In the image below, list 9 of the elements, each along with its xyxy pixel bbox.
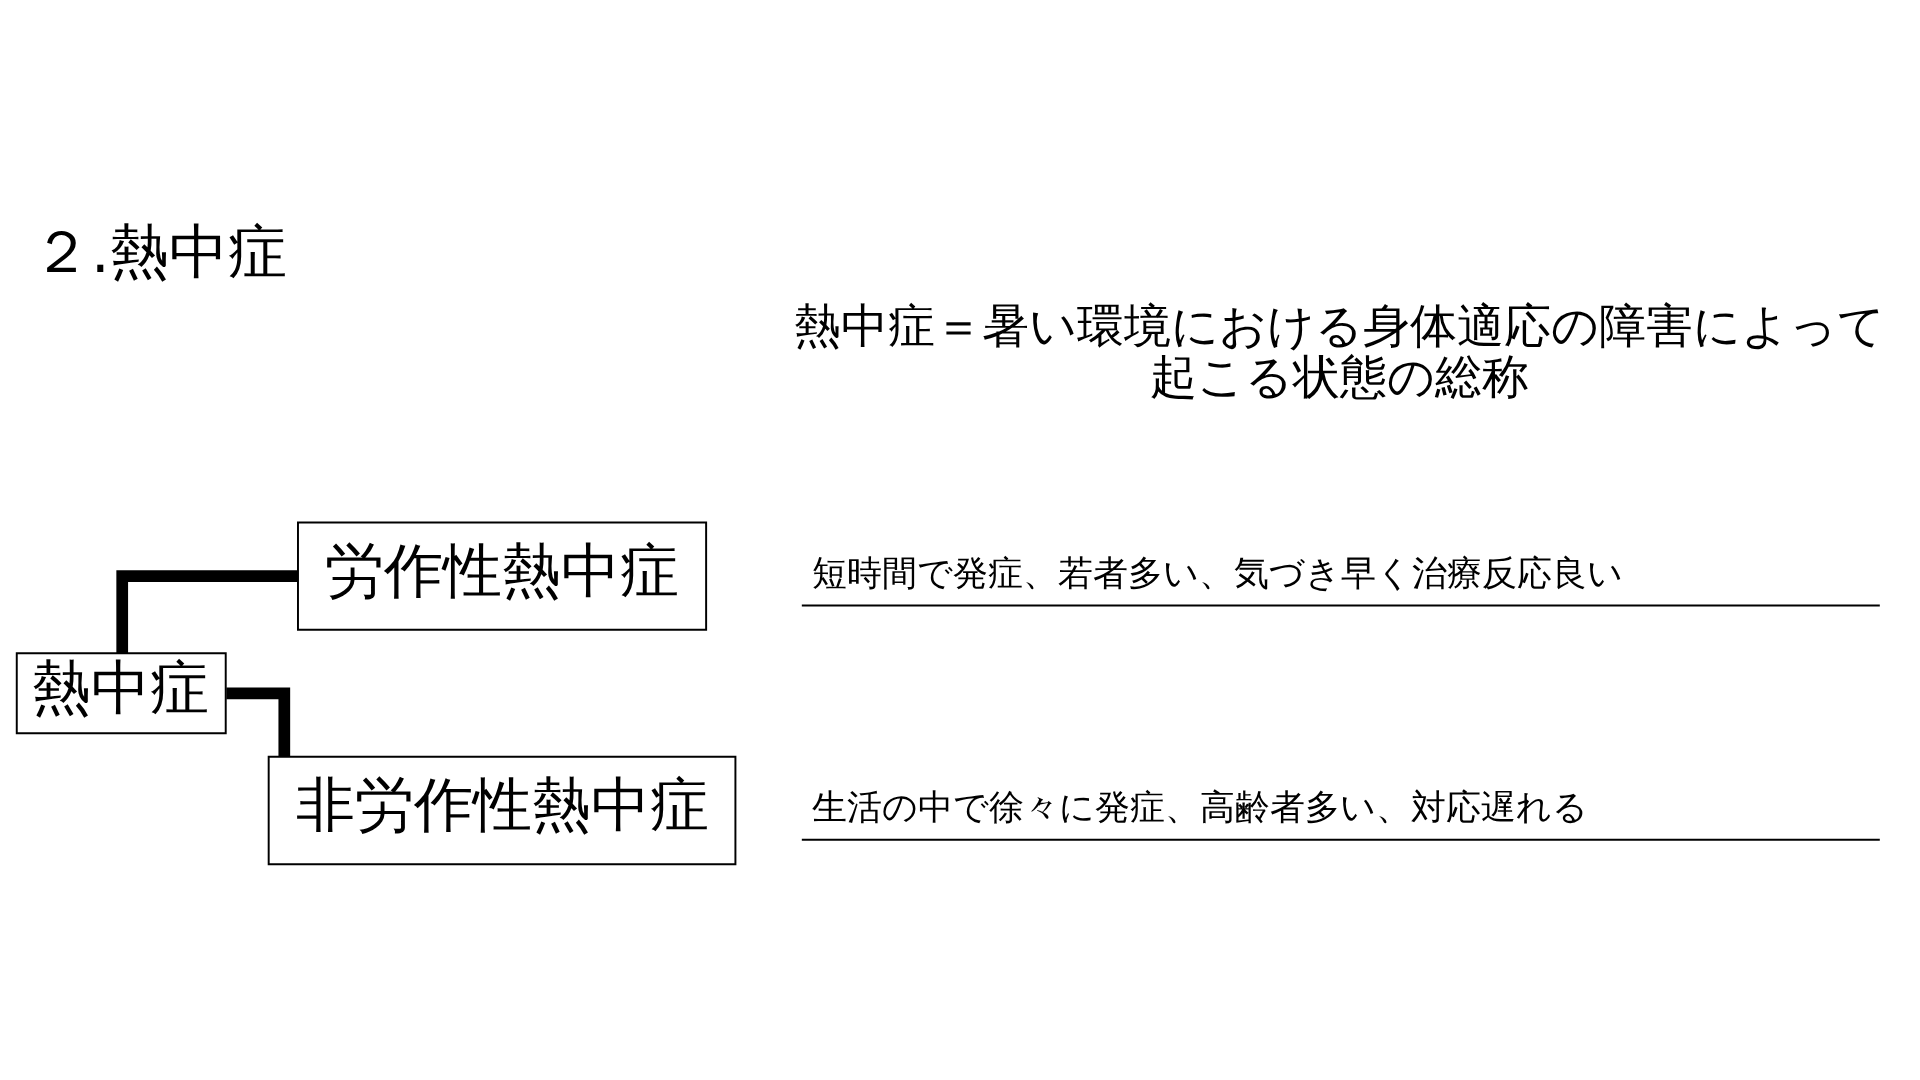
node-box: 熱中症 [15, 651, 227, 734]
node-box: 非労作性熱中症 [267, 755, 737, 865]
connector [116, 569, 298, 653]
label: 熱中症＝暑い環境における身体適応の障害によって起こる状態の総称 [794, 298, 1886, 404]
node-label: 短時間で発症、若者多い、気づき早く治療反応良い [811, 551, 1623, 593]
diagram-title: ２.熱中症 [32, 216, 287, 285]
connector [226, 686, 291, 757]
node-box: 労作性熱中症 [297, 520, 708, 631]
node-label: 生活の中で徐々に発症、高齢者多い、対応遅れる [811, 785, 1588, 827]
